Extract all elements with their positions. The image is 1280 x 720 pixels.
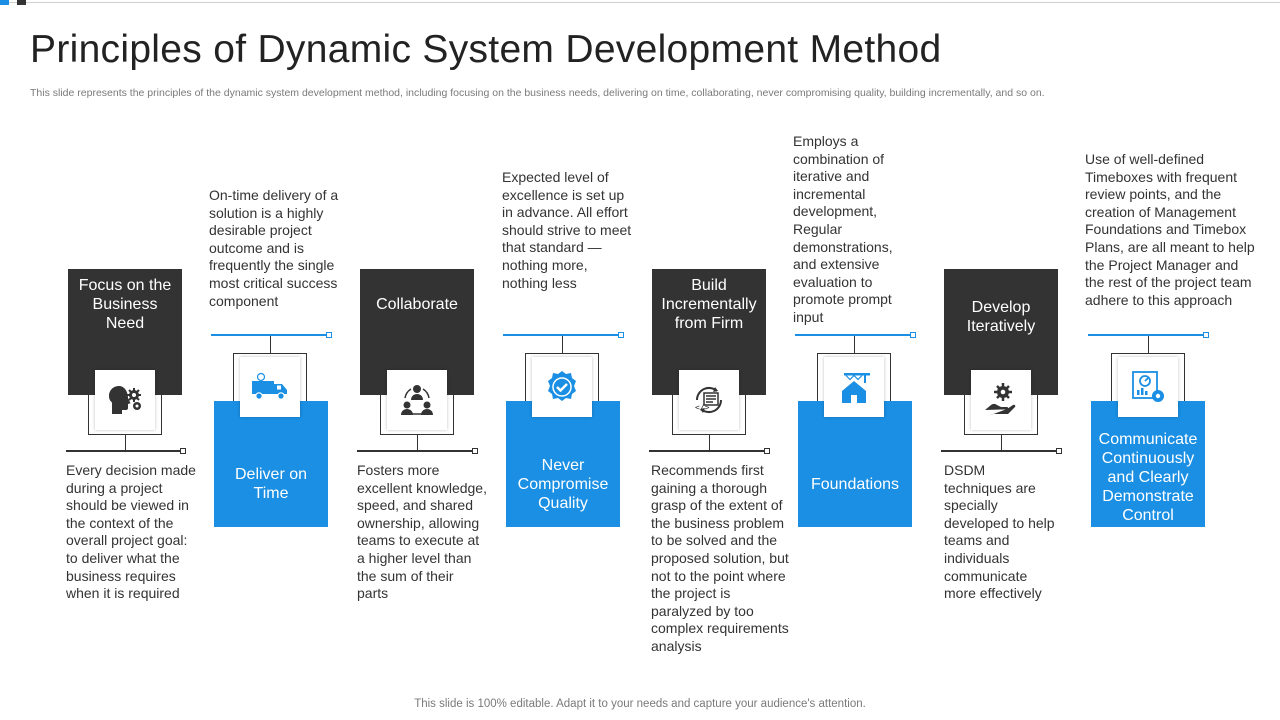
page-subtitle: This slide represents the principles of … bbox=[30, 87, 1045, 99]
connector-end bbox=[910, 332, 916, 338]
connector-line bbox=[649, 450, 765, 452]
principle-description: Every decision made during a project sho… bbox=[66, 462, 196, 602]
connector-end bbox=[326, 332, 332, 338]
principle-description: Recommends first gaining a thorough gras… bbox=[651, 462, 789, 654]
principle-label: Collaborate bbox=[376, 295, 458, 313]
connector-vertical bbox=[709, 435, 710, 451]
principle-description: Fosters more excellent knowledge, speed,… bbox=[357, 462, 487, 602]
connector-vertical bbox=[270, 336, 271, 353]
principle-block-communicate-continuously: Communicate Continuously and Clearly Dem… bbox=[1091, 401, 1205, 527]
principle-block-foundations: Foundations bbox=[798, 401, 912, 527]
principle-description: On-time delivery of a solution is a high… bbox=[209, 187, 339, 309]
house-crane-icon bbox=[824, 357, 884, 417]
delivery-truck-icon bbox=[240, 357, 300, 417]
corner-accent-dark bbox=[17, 0, 26, 5]
footer-note: This slide is 100% editable. Adapt it to… bbox=[414, 698, 866, 710]
principle-label: Never Compromise Quality bbox=[517, 456, 609, 512]
connector-vertical bbox=[125, 435, 126, 451]
connector-end bbox=[180, 448, 186, 454]
connector-end bbox=[1056, 448, 1062, 454]
connector-vertical bbox=[417, 435, 418, 451]
connector-end bbox=[764, 448, 770, 454]
connector-end bbox=[618, 332, 624, 338]
head-gears-icon bbox=[95, 370, 155, 430]
corner-accent-blue bbox=[0, 0, 9, 5]
connector-line bbox=[503, 334, 619, 336]
principle-description: Expected level of excellence is set up i… bbox=[502, 169, 632, 291]
principle-label: Develop Iteratively bbox=[966, 299, 1036, 335]
dashboard-gear-icon bbox=[1118, 357, 1178, 417]
principle-description: Use of well-defined Timeboxes with frequ… bbox=[1085, 151, 1255, 308]
code-cycle-icon: </> bbox=[679, 370, 739, 430]
top-rule bbox=[0, 2, 1280, 3]
hand-gear-icon bbox=[971, 370, 1031, 430]
connector-end bbox=[472, 448, 478, 454]
connector-line bbox=[1088, 334, 1204, 336]
principle-description: DSDM techniques are specially developed … bbox=[944, 462, 1055, 602]
principle-label: Communicate Continuously and Clearly Dem… bbox=[1098, 430, 1198, 524]
principle-label: Deliver on Time bbox=[234, 466, 308, 502]
connector-line bbox=[941, 450, 1057, 452]
quality-badge-icon bbox=[532, 357, 592, 417]
connector-vertical bbox=[854, 336, 855, 353]
connector-end bbox=[1203, 332, 1209, 338]
connector-line bbox=[795, 334, 911, 336]
connector-line bbox=[211, 334, 327, 336]
svg-text:</>: </> bbox=[695, 403, 710, 412]
connector-line bbox=[357, 450, 473, 452]
principle-block-never-compromise-quality: Never Compromise Quality bbox=[506, 401, 620, 527]
principle-label: Focus on the Business Need bbox=[78, 276, 172, 332]
principle-label: Build Incrementally from Firm bbox=[661, 276, 757, 332]
principle-label: Foundations bbox=[810, 475, 900, 493]
page-title: Principles of Dynamic System Development… bbox=[30, 28, 942, 71]
connector-vertical bbox=[562, 336, 563, 353]
principle-block-deliver-on-time: Deliver on Time bbox=[214, 401, 328, 527]
connector-vertical bbox=[1001, 435, 1002, 451]
team-cycle-icon bbox=[387, 370, 447, 430]
connector-line bbox=[66, 450, 182, 452]
principle-description: Employs a combination of iterative and i… bbox=[793, 133, 893, 325]
connector-vertical bbox=[1148, 336, 1149, 353]
